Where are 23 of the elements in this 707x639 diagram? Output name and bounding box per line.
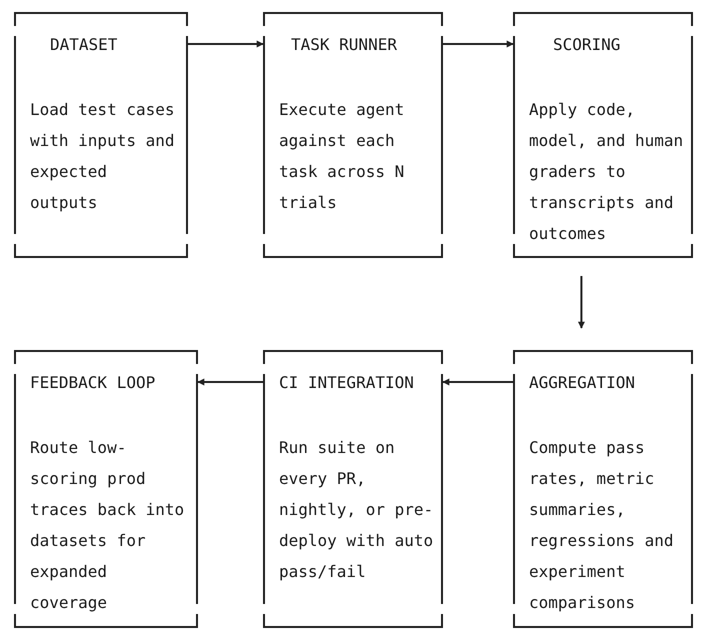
arrow: [442, 378, 513, 386]
step-description: Load test cases with inputs and expected outputs: [30, 99, 176, 214]
step-title: DATASET: [49, 34, 118, 56]
process-box: [263, 350, 443, 628]
process-box: [14, 350, 198, 628]
step-description: Apply code, model, and human graders to transcripts and outcomes: [529, 99, 684, 245]
arrow: [578, 276, 585, 329]
step-title: CI INTEGRATION: [279, 372, 415, 394]
step-description: Compute pass rates, metric summaries, regressions and experiment comparisons: [529, 437, 674, 614]
step-description: Route low-scoring prod traces back into datasets for expanded coverage: [30, 437, 186, 614]
step-title: AGGREGATION: [529, 372, 636, 394]
step-title: SCORING: [552, 34, 622, 56]
arrow: [188, 40, 264, 48]
process-box: [263, 12, 443, 258]
process-box: [513, 350, 693, 628]
step-title: FEEDBACK LOOP: [30, 372, 156, 394]
arrow: [197, 378, 263, 386]
step-title: TASK RUNNER: [290, 34, 398, 56]
process-box: [513, 12, 693, 258]
step-description: Execute agent against each task across N trials: [279, 99, 406, 214]
step-description: Run suite on every PR, nightly, or pre-deploy with auto pass/fail: [279, 437, 434, 583]
arrow: [443, 40, 514, 48]
process-box: [14, 12, 188, 258]
